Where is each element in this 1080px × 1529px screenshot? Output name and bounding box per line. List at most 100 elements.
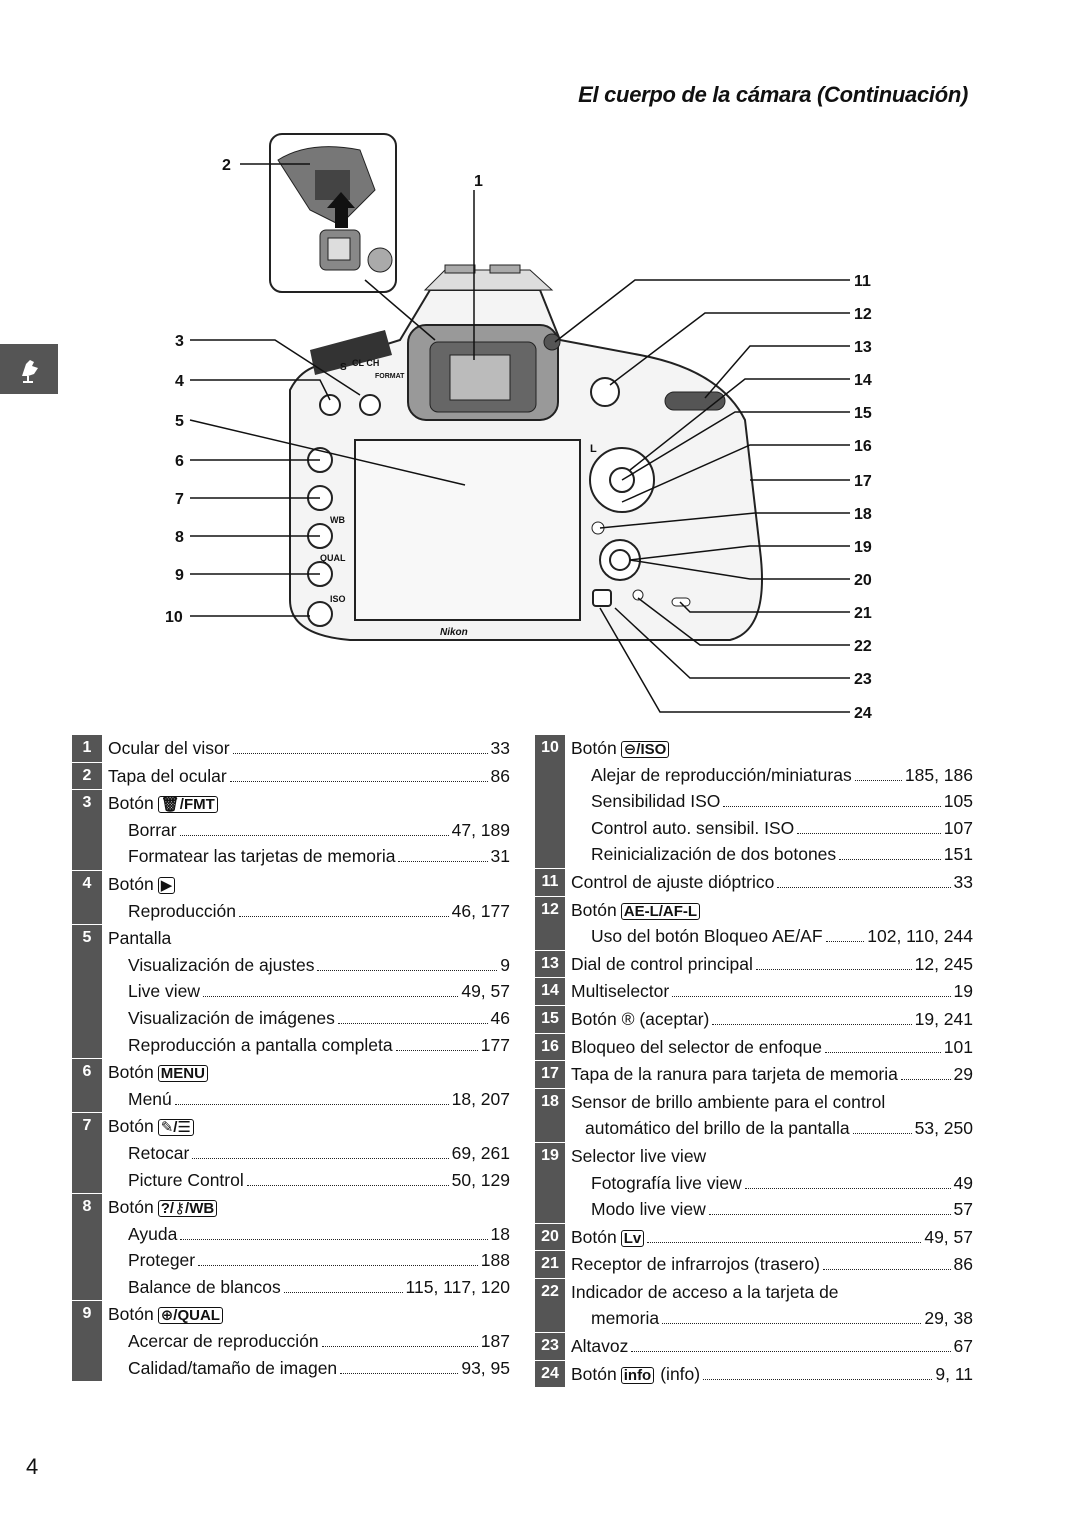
entry-line: memoria 29, 38 (571, 1305, 973, 1332)
entry-number: 8 (72, 1194, 102, 1301)
s-label: S (340, 362, 347, 373)
entry-text: Acercar de reproducción (128, 1331, 319, 1352)
button-glyph-icon: Lv (620, 1229, 645, 1247)
entry-text: Visualización de imágenes (128, 1007, 335, 1028)
entry-number: 14 (535, 978, 565, 1005)
page-reference: 86 (490, 765, 510, 786)
dot-leader (198, 1265, 478, 1267)
entry-number: 20 (535, 1223, 565, 1251)
l-label: L (590, 443, 597, 455)
entry-text: Reproducción a pantalla completa (128, 1034, 393, 1055)
page-reference: 57 (953, 1199, 973, 1220)
dot-leader (777, 886, 951, 888)
entry-text: Ayuda (128, 1223, 178, 1244)
entry-text: Modo live view (591, 1199, 706, 1220)
page-reference: 29, 38 (924, 1308, 973, 1329)
entry-line: Botón ® (aceptar)19, 241 (571, 1006, 973, 1033)
entry-text: Botón (108, 1116, 154, 1137)
page-reference: 101 (943, 1036, 973, 1057)
dot-leader (337, 1022, 488, 1024)
entry-number: 2 (72, 762, 102, 790)
dot-leader (672, 996, 951, 998)
page-reference: 31 (490, 846, 510, 867)
entry-text: Live view (128, 981, 200, 1002)
page-reference: 151 (943, 844, 973, 865)
callout-8: 8 (175, 529, 184, 546)
page-reference: 115, 117, 120 (405, 1276, 510, 1297)
page-reference: 49 (953, 1172, 973, 1193)
page-reference: 33 (490, 738, 510, 758)
entry-number: 3 (72, 790, 102, 870)
dot-leader (192, 1157, 449, 1159)
format-label: FORMAT (375, 373, 405, 380)
page-reference: 69, 261 (451, 1142, 510, 1163)
page-reference: 47, 189 (451, 819, 510, 840)
entry-text: Ocular del visor (108, 738, 230, 758)
entry-number: 13 (535, 950, 565, 978)
button-glyph-icon: ⊕/QUAL (157, 1307, 223, 1325)
eyecup-inset (269, 133, 397, 293)
entry-text: Botón (108, 793, 154, 814)
dot-leader (703, 1378, 933, 1380)
callout-18: 18 (854, 506, 872, 523)
entry-text: Reinicialización de dos botones (591, 844, 837, 865)
entry-number: 9 (72, 1301, 102, 1382)
page-reference: 93, 95 (461, 1357, 510, 1378)
dot-leader (340, 1372, 459, 1374)
entry-number: 10 (535, 735, 565, 868)
entry-text: automático del brillo de la pantalla (585, 1118, 850, 1139)
dot-leader (723, 806, 941, 808)
entry-text: Alejar de reproducción/miniaturas (591, 764, 852, 785)
entry-number: 22 (535, 1278, 565, 1333)
callout-24: 24 (854, 705, 872, 722)
entry-line: Sensor de brillo ambiente para el contro… (571, 1089, 973, 1116)
camera-body (289, 264, 763, 641)
entry-text: Multiselector (571, 981, 670, 1002)
entry-line: Visualización de imágenes 46 (108, 1005, 510, 1032)
dot-leader (398, 861, 488, 863)
page-reference: 188 (480, 1250, 510, 1271)
callout-2: 2 (222, 157, 231, 174)
entry-text: Botón (571, 1226, 617, 1247)
page-reference: 46 (490, 1007, 510, 1028)
dot-leader (238, 915, 449, 917)
entry-line: Botón⊖/ISO (571, 735, 973, 762)
entry-text: Receptor de infrarrojos (trasero) (571, 1254, 820, 1275)
entry-text: Retocar (128, 1142, 190, 1163)
entry-text: Pantalla (108, 928, 172, 949)
dot-leader (179, 834, 449, 836)
page-reference: 49, 57 (924, 1226, 973, 1247)
c-label: CL CH (352, 358, 379, 368)
dot-leader (825, 1051, 941, 1053)
callout-11: 11 (854, 273, 871, 290)
callout-23: 23 (854, 671, 872, 688)
entry-text: memoria (591, 1308, 660, 1329)
section-tab (0, 344, 58, 394)
callout-19: 19 (854, 539, 872, 556)
entry-text: Sensor de brillo ambiente para el contro… (571, 1091, 886, 1112)
page-number: 4 (26, 1454, 39, 1479)
entry-text: Botón (108, 1062, 154, 1083)
page-reference: 185, 186 (904, 764, 973, 785)
entry-line: Modo live view 57 (571, 1196, 973, 1223)
entry-number: 12 (535, 896, 565, 950)
page-reference: 67 (953, 1336, 973, 1357)
